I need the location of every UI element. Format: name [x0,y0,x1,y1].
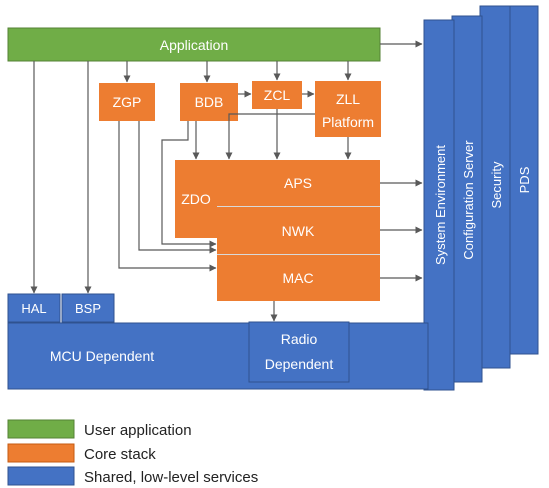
arrow-bdb-to-nwk [161,121,217,248]
mcu-dependent-label: MCU Dependent [50,348,154,364]
bdb-label: BDB [195,94,224,110]
radio-dependent-label-line2: Dependent [265,356,334,372]
legend-item-shared-services: Shared, low-level services [7,466,258,486]
side-column-security: Security [479,5,511,369]
nwk-label: NWK [282,223,315,239]
hal-block: HAL [7,293,61,323]
nwk-block: NWK [217,207,380,254]
zdo-label: ZDO [181,191,211,207]
arrow-zgp-to-nwk [138,121,217,254]
legend-swatch-blue [7,466,75,486]
side-column-pds: PDS [507,5,539,355]
application-block: Application [7,27,381,62]
arrow-zll-to-aps-left [225,113,315,160]
mcu-dependent-block: MCU Dependent [7,322,429,390]
mac-block: MAC [217,255,380,301]
zll-label-line2: Platform [322,114,374,130]
legend-item-core-stack: Core stack [7,443,156,463]
zcl-block: ZCL [252,81,302,109]
zll-label-line1: ZLL [336,91,360,107]
arrow-zgp-to-mac [118,121,217,272]
side-column-system-environment-label: System Environment [433,145,448,265]
zgp-block: ZGP [99,83,155,121]
side-column-system-environment: System Environment [423,19,455,391]
legend-swatch-green [7,419,75,439]
legend-item-user-application: User application [7,419,192,439]
aps-label: APS [284,175,312,191]
side-column-pds-label: PDS [517,166,532,193]
legend: User application Core stack Shared, low-… [7,419,258,486]
bsp-block: BSP [61,293,115,323]
zcl-label: ZCL [264,87,291,103]
hal-label: HAL [21,301,46,316]
radio-dependent-block: Radio Dependent [248,321,350,383]
radio-dependent-label-line1: Radio [281,331,318,347]
side-column-configuration-server: Configuration Server [451,15,483,383]
side-column-configuration-server-label: Configuration Server [461,140,476,260]
mac-label: MAC [282,270,313,286]
legend-swatch-orange [7,443,75,463]
bdb-block: BDB [180,83,238,121]
zgp-label: ZGP [113,94,142,110]
legend-label-core-stack: Core stack [84,446,156,463]
side-column-security-label: Security [489,161,504,208]
legend-label-user-application: User application [84,422,192,439]
bsp-label: BSP [75,301,101,316]
zll-platform-block: ZLL Platform [315,81,381,137]
legend-label-shared-services: Shared, low-level services [84,469,258,486]
application-label: Application [160,37,229,53]
zdo-block: ZDO [175,160,217,238]
aps-block: APS [217,160,380,206]
